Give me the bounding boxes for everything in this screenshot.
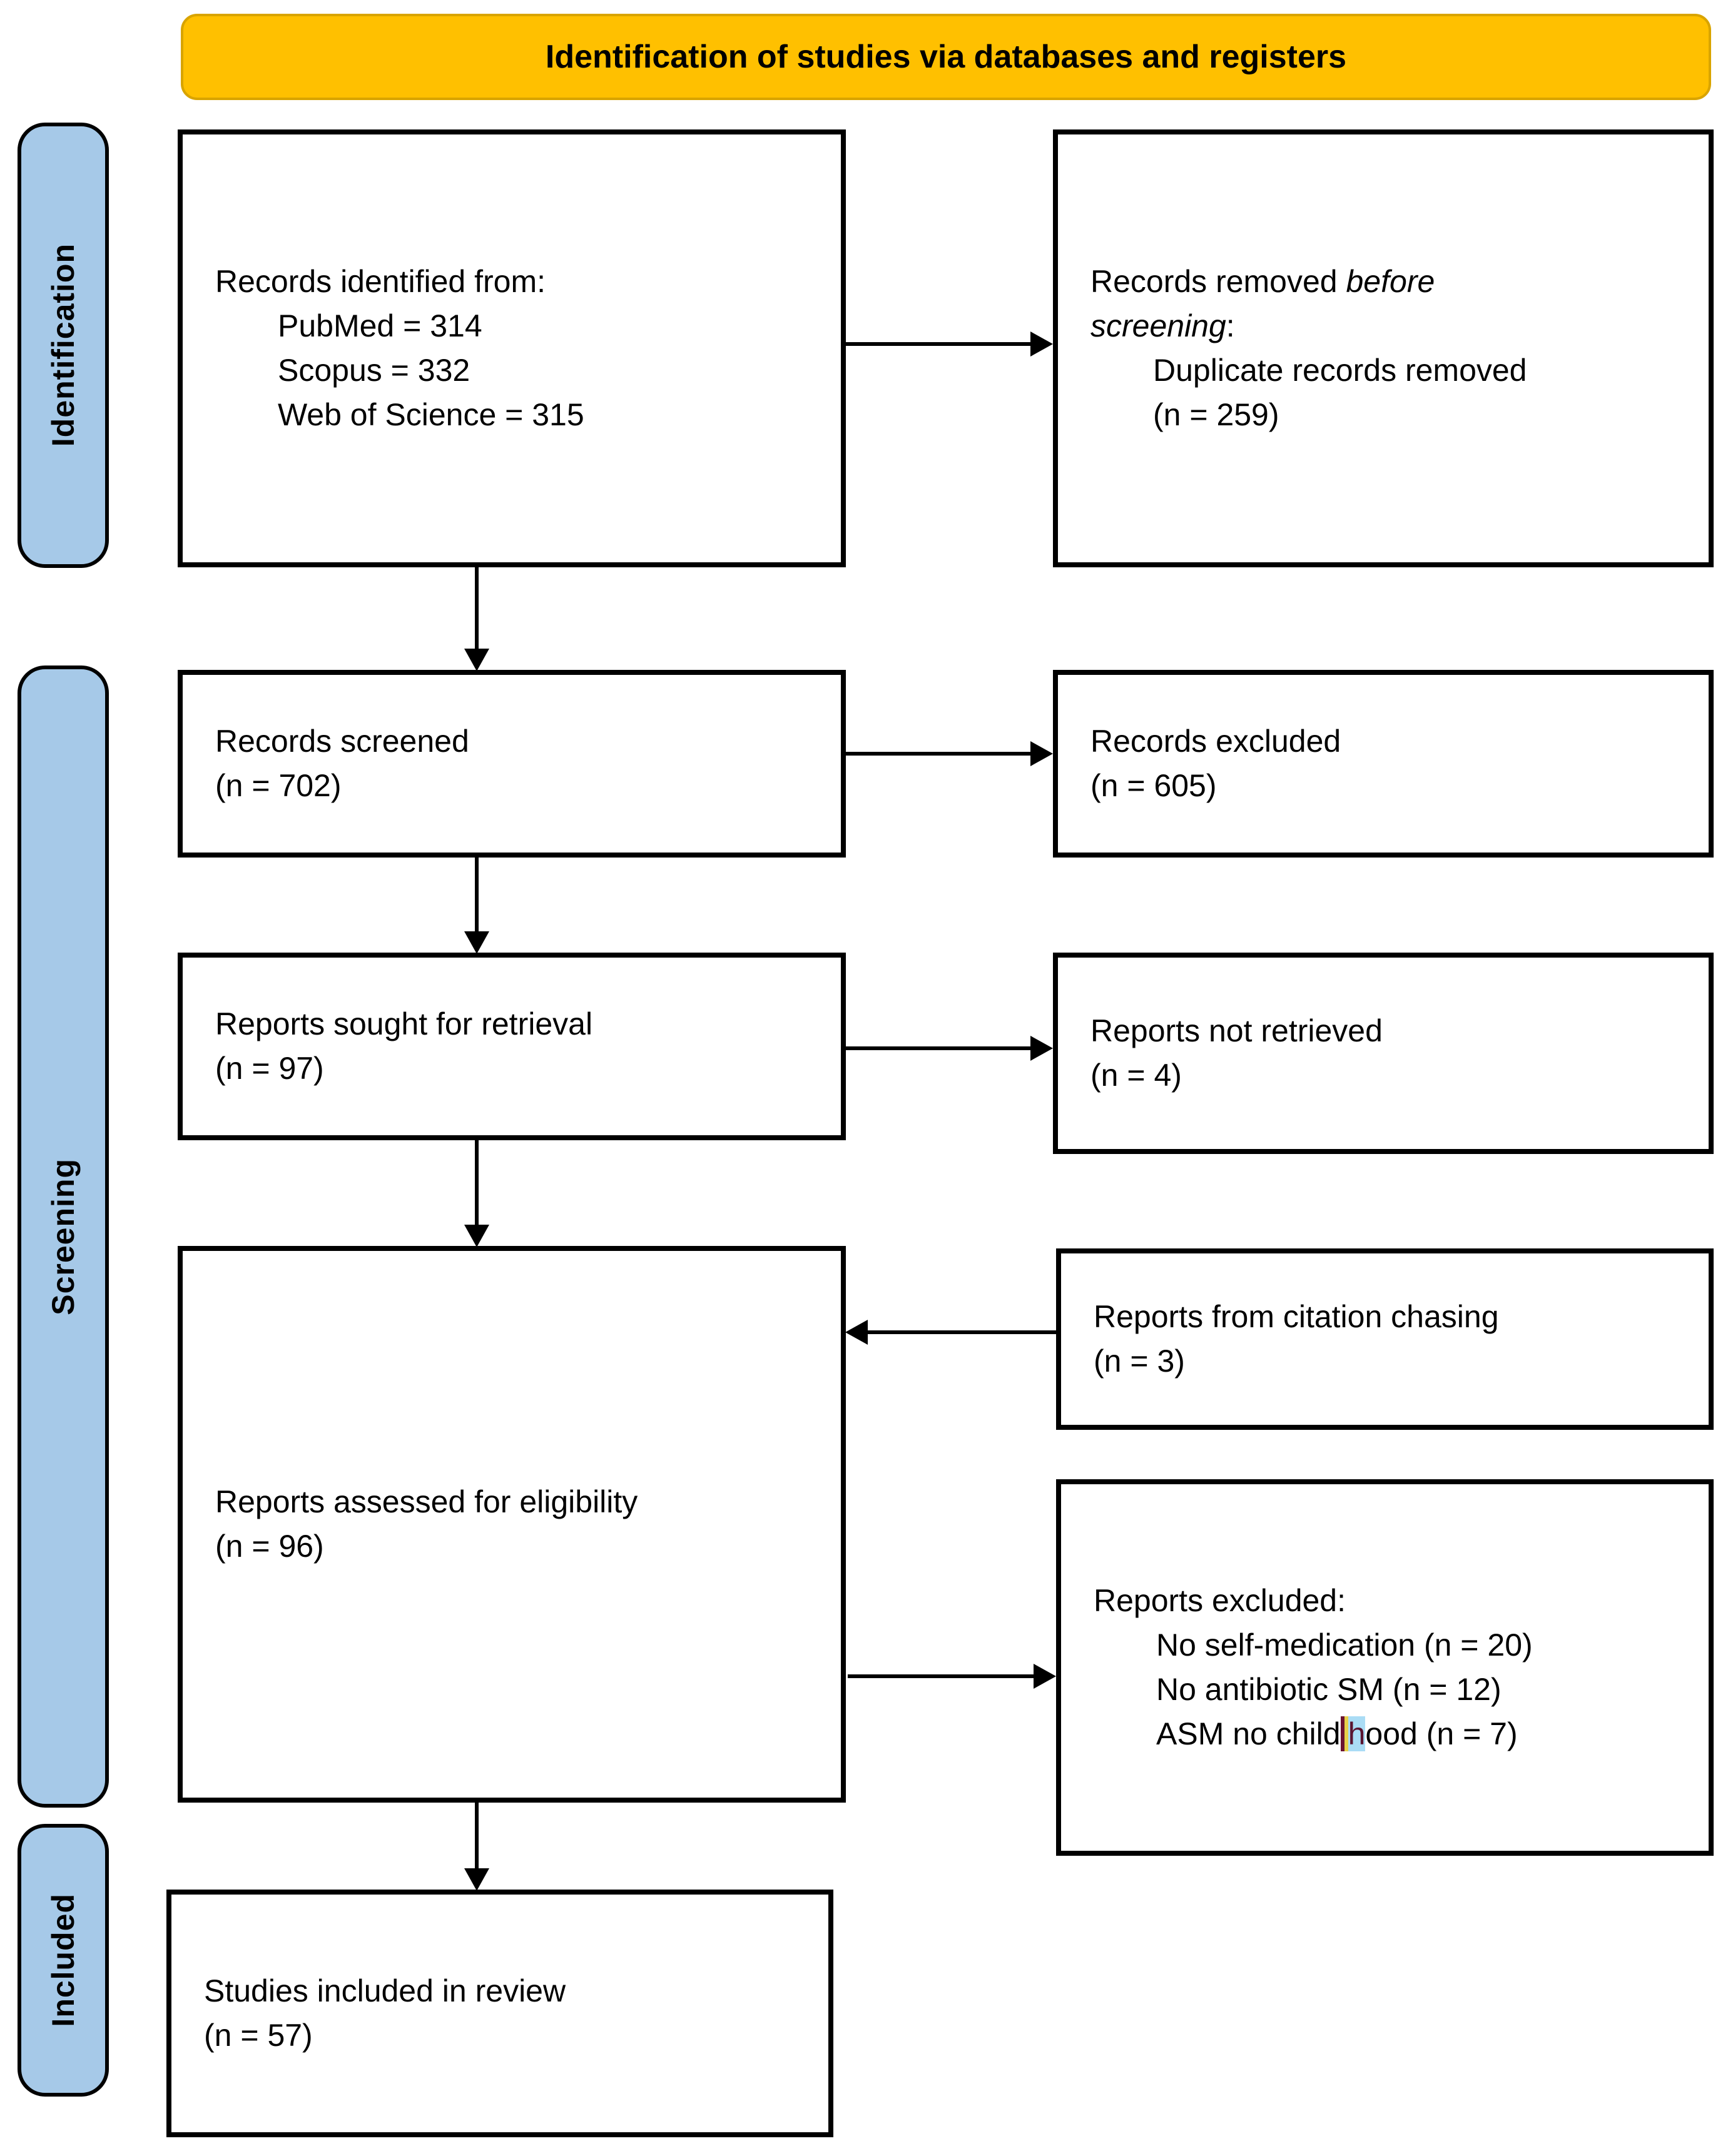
reports-excluded-item-no-antibiotic-sm: No antibiotic SM (n = 12) <box>1156 1672 1502 1707</box>
reports-not-retrieved-label: Reports not retrieved <box>1090 1013 1383 1048</box>
box-reports-assessed: Reports assessed for eligibility (n = 96… <box>178 1246 846 1803</box>
arrow-assessed-to-reports-excluded <box>848 1674 1034 1678</box>
arrow-identified-to-removed <box>845 342 1030 346</box>
arrow-screened-to-sought <box>475 858 479 931</box>
citation-chasing-count: (n = 3) <box>1094 1344 1185 1379</box>
records-identified-item-wos: Web of Science = 315 <box>278 397 584 432</box>
records-identified-item-pubmed: PubMed = 314 <box>278 308 482 343</box>
reports-excluded-title: Reports excluded: <box>1094 1583 1346 1618</box>
reports-sought-count: (n = 97) <box>215 1051 324 1086</box>
reports-excluded-item-no-self-medication: No self-medication (n = 20) <box>1156 1627 1533 1663</box>
arrow-citation-chasing-to-assessed <box>868 1330 1056 1334</box>
arrow-assessed-to-studies-included <box>475 1803 479 1868</box>
spellcheck-artifact-h: h <box>1348 1716 1366 1751</box>
box-citation-chasing: Reports from citation chasing (n = 3) <box>1056 1248 1714 1430</box>
box-studies-included: Studies included in review (n = 57) <box>166 1890 833 2137</box>
records-excluded-label: Records excluded <box>1090 724 1341 759</box>
records-excluded-count: (n = 605) <box>1090 768 1217 803</box>
records-removed-line2: screening: <box>1090 308 1235 343</box>
box-reports-excluded: Reports excluded: No self-medication (n … <box>1056 1479 1714 1856</box>
stage-label-screening: Screening <box>18 666 109 1808</box>
arrow-identified-to-screened <box>475 567 479 649</box>
stage-label-included: Included <box>18 1824 109 2097</box>
records-identified-item-scopus: Scopus = 332 <box>278 353 470 388</box>
reports-sought-label: Reports sought for retrieval <box>215 1006 593 1041</box>
records-screened-label: Records screened <box>215 724 469 759</box>
box-records-identified-title: Records identified from: <box>215 264 546 299</box>
box-reports-not-retrieved: Reports not retrieved (n = 4) <box>1053 953 1714 1154</box>
records-screened-count: (n = 702) <box>215 768 342 803</box>
records-removed-duplicates: Duplicate records removed <box>1153 353 1527 388</box>
box-records-excluded: Records excluded (n = 605) <box>1053 670 1714 858</box>
records-removed-count: (n = 259) <box>1153 397 1279 432</box>
stage-label-identification-text: Identification <box>46 243 81 447</box>
reports-assessed-count: (n = 96) <box>215 1529 324 1564</box>
citation-chasing-label: Reports from citation chasing <box>1094 1299 1499 1334</box>
box-records-screened: Records screened (n = 702) <box>178 670 846 858</box>
stage-label-included-text: Included <box>46 1893 81 2027</box>
arrow-screened-to-excluded <box>845 752 1030 756</box>
studies-included-count: (n = 57) <box>204 2018 313 2053</box>
stage-label-screening-text: Screening <box>46 1158 81 1315</box>
records-removed-line1: Records removed before <box>1090 264 1435 299</box>
reports-not-retrieved-count: (n = 4) <box>1090 1058 1182 1093</box>
studies-included-label: Studies included in review <box>204 1973 566 2008</box>
stage-label-identification: Identification <box>18 123 109 568</box>
box-records-removed: Records removed before screening: Duplic… <box>1053 129 1714 567</box>
box-reports-sought: Reports sought for retrieval (n = 97) <box>178 953 846 1140</box>
arrow-sought-to-assessed <box>475 1140 479 1225</box>
box-records-identified: Records identified from: PubMed = 314 Sc… <box>178 129 846 567</box>
arrow-sought-to-not-retrieved <box>845 1046 1030 1050</box>
banner-title: Identification of studies via databases … <box>545 39 1347 75</box>
banner-title-bar: Identification of studies via databases … <box>181 14 1711 100</box>
reports-assessed-label: Reports assessed for eligibility <box>215 1484 638 1519</box>
